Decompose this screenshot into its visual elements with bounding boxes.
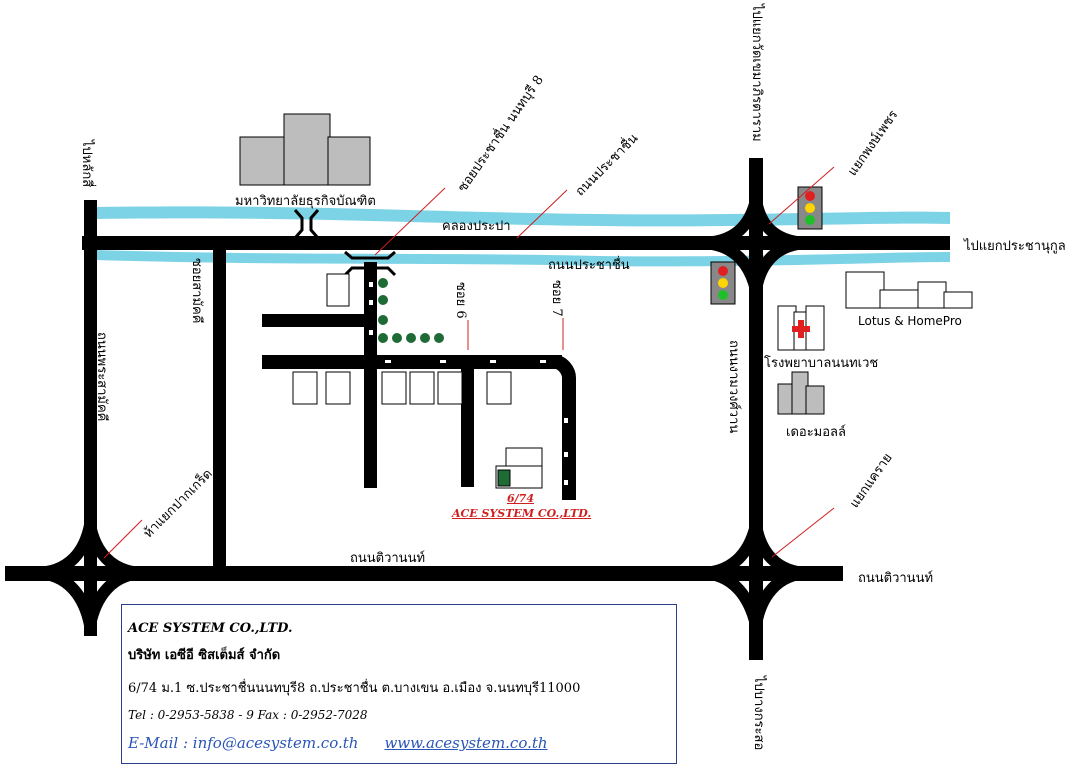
email-link[interactable]: E-Mail : info@acesystem.co.th [128, 734, 359, 752]
right-vertical-road [749, 158, 763, 660]
label-soi-7: ซอย 7 [549, 280, 564, 317]
label-nonthaburi-road: ถนนพระสามัคคี [94, 332, 109, 422]
soi-vertical-road [213, 250, 226, 568]
company-name-en: ACE SYSTEM CO.,LTD. [128, 621, 293, 636]
label-to-prachanukul: ไปแยกประชานุกูล [964, 239, 1066, 254]
label-canal: คลองประปา [442, 219, 511, 234]
apartment-blocks [292, 273, 512, 405]
label-hospital: โรงพยาบาลนนทเวช [764, 356, 879, 371]
company-name-th: บริษัท เอซีอี ซิสเต็มส์ จำกัด [128, 648, 281, 663]
tiwanon-road [5, 566, 843, 581]
label-to-ratchaburi: ไปแยกวัดเขมาภิรตาราม [749, 4, 764, 142]
company-tel-fax: Tel : 0-2953-5838 - 9 Fax : 0-2952-7028 [128, 708, 368, 722]
label-soi-sam-phet: ซอยสามัคคี [189, 258, 204, 324]
hospital-building [777, 305, 825, 351]
label-soi-6: ซอย 6 [453, 282, 468, 319]
soi-main-vertical [364, 262, 377, 488]
interchange-top-right [699, 198, 811, 292]
soi-7-road [540, 355, 576, 500]
trees [378, 278, 444, 343]
label-to-bang-kapi: ไปบางกระสอ [751, 676, 766, 751]
destination-number: 6/74 [507, 492, 534, 505]
traffic-light-top [797, 186, 823, 230]
traffic-light-left [710, 261, 736, 305]
prachachuen-road [82, 236, 950, 250]
label-the-mall: เดอะมอลล์ [786, 425, 846, 440]
label-to-lak-si: ไปหลักสี่ [79, 140, 94, 188]
canal-upper [95, 206, 950, 227]
interchange-bottom-left [34, 523, 146, 627]
label-prachachuen-road: ถนนประชาชื่น [548, 258, 630, 273]
bridge-soi [343, 250, 397, 277]
pointer-arrows [103, 166, 835, 559]
website-link[interactable]: www.acesystem.co.th [384, 734, 548, 752]
destination-name: ACE SYSTEM CO.,LTD. [452, 507, 592, 520]
soi-6-road [461, 367, 474, 487]
label-ngam-wong-wan: ถนนงามวงศ์วาน [726, 340, 741, 434]
label-university: มหาวิทยาลัยธุรกิจบัณฑิต [235, 194, 376, 209]
label-tiwanon-road-right: ถนนติวานนท์ [858, 571, 934, 586]
soi-branch-lower [262, 355, 562, 369]
university-building [239, 113, 371, 186]
label-lotus: Lotus & HomePro [858, 314, 962, 328]
direction-arrows [369, 282, 568, 485]
soi-branch-upper [262, 314, 366, 327]
company-address: 6/74 ม.1 ซ.ประชาชื่นนนทบุรี8 ถ.ประชาชื่น… [128, 681, 581, 696]
company-info-box: ACE SYSTEM CO.,LTD. บริษัท เอซีอี ซิสเต็… [121, 604, 677, 764]
contact-row: E-Mail : info@acesystem.co.th www.acesyst… [128, 734, 668, 752]
bridge-university [293, 209, 320, 239]
interchange-bottom-right [699, 523, 811, 627]
the-mall-building [777, 371, 825, 415]
lotus-building [845, 271, 973, 309]
label-tiwanon-road-center: ถนนติวานนท์ [350, 551, 426, 566]
ace-office-building [495, 447, 543, 489]
